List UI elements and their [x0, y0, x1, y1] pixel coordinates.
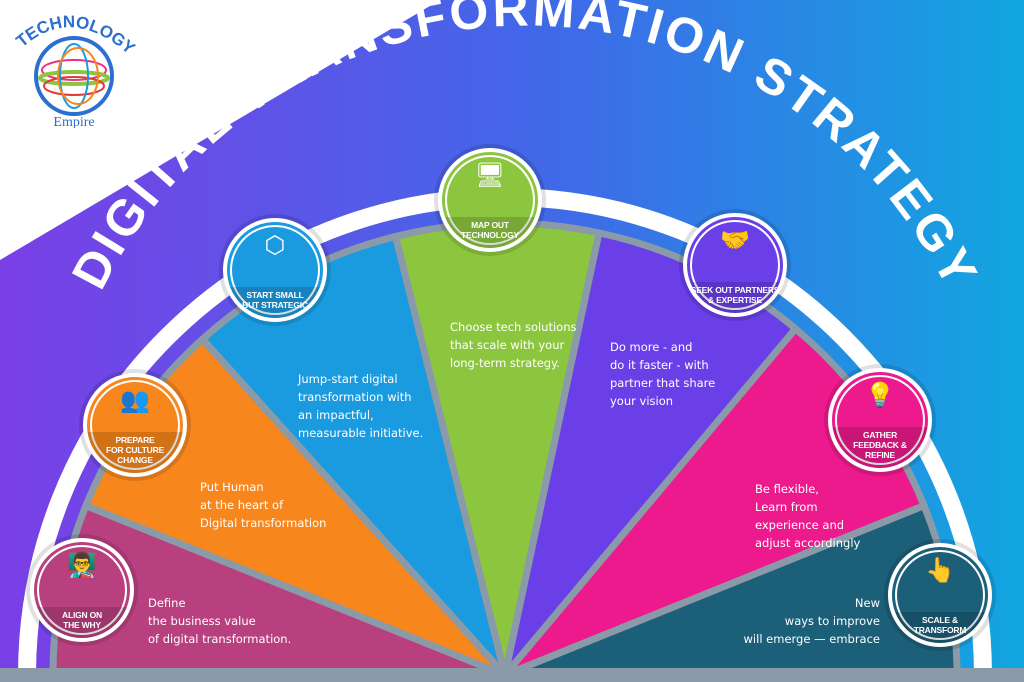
step-label: START SMALL BUT STRATEGIC [227, 287, 323, 318]
step-label: GATHER FEEDBACK & REFINE [832, 427, 928, 468]
badge-inner-ring [90, 380, 180, 470]
technology-empire-logo: TECHNOLOGY Empire [12, 8, 142, 130]
step-description: New ways to improve will emerge — embrac… [743, 596, 880, 646]
svg-text:Empire: Empire [53, 115, 94, 128]
step-badge-0: 👨‍🏫 ALIGN ON THE WHY [30, 538, 134, 642]
monitor-analytics-icon: 🖥 [474, 161, 506, 189]
step-description: Jump-start digital transformation with a… [298, 372, 424, 440]
step-description: Be flexible, Learn from experience and a… [755, 482, 861, 550]
badge-inner-ring [37, 545, 127, 635]
badge-inner-ring [445, 155, 535, 245]
team-icon: 👥 [120, 386, 150, 414]
touch-screen-icon: 👆 [925, 556, 955, 584]
step-description: Define the business value of digital tra… [148, 596, 292, 646]
badge-inner-ring [230, 225, 320, 315]
step-label: ALIGN ON THE WHY [34, 607, 130, 638]
step-badge-4: 🤝 SEEK OUT PARTNERS & EXPERTISE [683, 213, 787, 317]
badge-inner-ring [690, 220, 780, 310]
step-badge-2: ⬡ START SMALL BUT STRATEGIC [223, 218, 327, 322]
step-badge-3: 🖥 MAP OUT TECHNOLOGY [438, 148, 542, 252]
step-label: SCALE & TRANSFORM [892, 612, 988, 643]
presentation-icon: 👨‍🏫 [67, 551, 97, 579]
step-label: SEEK OUT PARTNERS & EXPERTISE [687, 282, 783, 313]
step-label: PREPARE FOR CULTURE CHANGE [87, 432, 183, 473]
step-description: Put Human at the heart of Digital transf… [200, 480, 327, 530]
step-badge-5: 💡 GATHER FEEDBACK & REFINE [828, 368, 932, 472]
step-badge-6: 👆 SCALE & TRANSFORM [888, 543, 992, 647]
badge-inner-ring [895, 550, 985, 640]
step-description: Choose tech solutions that scale with yo… [450, 320, 577, 370]
handshake-icon: 🤝 [720, 226, 750, 254]
lightbulb-gear-icon: 💡 [865, 381, 895, 409]
badge-inner-ring [835, 375, 925, 465]
step-label: MAP OUT TECHNOLOGY [442, 217, 538, 248]
step-badge-1: 👥 PREPARE FOR CULTURE CHANGE [83, 373, 187, 477]
step-description: Do more - and do it faster - with partne… [610, 340, 716, 408]
bottom-strip [0, 668, 1024, 682]
hexagon-network-icon: ⬡ [264, 231, 286, 259]
